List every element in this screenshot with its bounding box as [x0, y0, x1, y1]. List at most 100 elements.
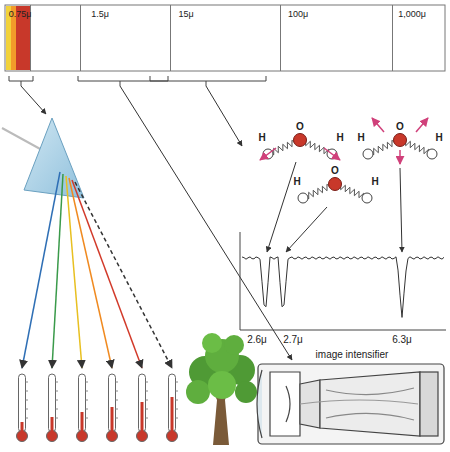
- spectrum-bar: [280, 5, 281, 71]
- vibration-arrow: [324, 148, 340, 160]
- thermometer: [116, 418, 119, 419]
- image-intensifier: [300, 400, 418, 404]
- thermometer: [79, 374, 86, 432]
- thermometer: [111, 407, 114, 432]
- range-bracket: [150, 76, 266, 86]
- thermometer: [49, 374, 56, 432]
- light-ray: [66, 176, 82, 368]
- vibration-arrow: [260, 118, 428, 164]
- vibration-arrow: [416, 118, 428, 132]
- image-intensifier: [326, 388, 414, 395]
- water-molecule: [362, 193, 372, 203]
- scale-label: 1.5μ: [91, 9, 109, 20]
- thermometer: [86, 382, 89, 383]
- thermometer: [17, 431, 28, 442]
- light-ray: [75, 182, 172, 368]
- thermometer: [146, 418, 149, 419]
- spectrum-bar: [80, 5, 81, 71]
- thermometer: [86, 400, 89, 401]
- vibration-arrow: [372, 118, 384, 132]
- image-intensifier: [257, 370, 262, 438]
- light-ray: [52, 174, 63, 368]
- thermometer: [26, 400, 29, 401]
- molecule-pointer: [400, 168, 402, 252]
- tree: [208, 371, 236, 399]
- thermometer: [56, 409, 59, 410]
- thermometer: [176, 382, 179, 383]
- thermometer: [116, 409, 119, 410]
- water-molecule: [363, 149, 373, 159]
- thermometer: [51, 417, 54, 432]
- absorption-graph: [240, 232, 446, 330]
- absorption-graph: [242, 257, 444, 318]
- pointer-arrow: [21, 86, 46, 114]
- image-intensifier: [258, 364, 444, 444]
- atom-label: H: [435, 132, 442, 143]
- image-intensifier: [257, 364, 444, 444]
- thermometer: [26, 391, 29, 392]
- vibration-arrow: [260, 148, 276, 160]
- spectrum-bar: [5, 5, 445, 71]
- thermometer: [86, 418, 89, 419]
- absorption-graph: [240, 232, 446, 330]
- light-ray: [69, 178, 112, 368]
- thermometer: [116, 400, 119, 401]
- water-molecule: [329, 178, 342, 191]
- thermometer: [176, 391, 179, 392]
- thermometer: [176, 418, 179, 419]
- thermometer: [56, 391, 59, 392]
- water-molecule: [394, 134, 407, 147]
- thermometer: [56, 418, 59, 419]
- light-ray: [22, 172, 172, 368]
- device-label: image intensifier: [316, 349, 389, 360]
- thermometer: [17, 374, 179, 442]
- atom-label: H: [293, 176, 300, 187]
- tree: [186, 333, 257, 445]
- thermometer: [56, 400, 59, 401]
- thermometer: [139, 374, 146, 432]
- image-intensifier: [326, 413, 414, 420]
- thermometer: [21, 422, 24, 432]
- thermometer: [26, 418, 29, 419]
- wavelength-label: 2.6μ: [247, 334, 267, 345]
- tree: [224, 335, 244, 355]
- wavelength-label: 6.3μ: [392, 334, 412, 345]
- water-molecule: [294, 134, 307, 147]
- thermometer: [107, 431, 118, 442]
- spectrum-bar: [392, 5, 393, 71]
- thermometer: [176, 409, 179, 410]
- range-bracket: [9, 76, 266, 86]
- light-ray: [72, 180, 142, 368]
- prism: [2, 128, 42, 150]
- image-intensifier: [320, 372, 420, 436]
- tree: [202, 333, 222, 353]
- thermometer: [176, 400, 179, 401]
- water-molecule: [263, 134, 437, 204]
- spectrum-bar: [170, 5, 171, 71]
- molecule-pointer: [267, 162, 402, 252]
- molecule-pointer: [286, 207, 327, 252]
- scale-label: 15μ: [178, 9, 193, 20]
- thermometer: [47, 431, 58, 442]
- thermometer: [109, 374, 116, 432]
- thermometer: [141, 402, 144, 432]
- thermometer: [167, 431, 178, 442]
- water-molecule: [427, 149, 437, 159]
- atom-label: H: [258, 132, 265, 143]
- atom-label: O: [296, 121, 304, 132]
- pointer-arrow: [206, 86, 242, 146]
- molecule-pointer: [267, 162, 296, 252]
- atom-label: H: [371, 176, 378, 187]
- atom-label: H: [357, 132, 364, 143]
- vibration-arrow: [399, 150, 401, 164]
- thermometer: [137, 431, 148, 442]
- image-intensifier: [420, 372, 438, 436]
- image-intensifier: [270, 372, 300, 436]
- tree: [186, 380, 210, 404]
- scale-label: 100μ: [288, 9, 308, 20]
- thermometer: [146, 409, 149, 410]
- thermometer: [77, 431, 88, 442]
